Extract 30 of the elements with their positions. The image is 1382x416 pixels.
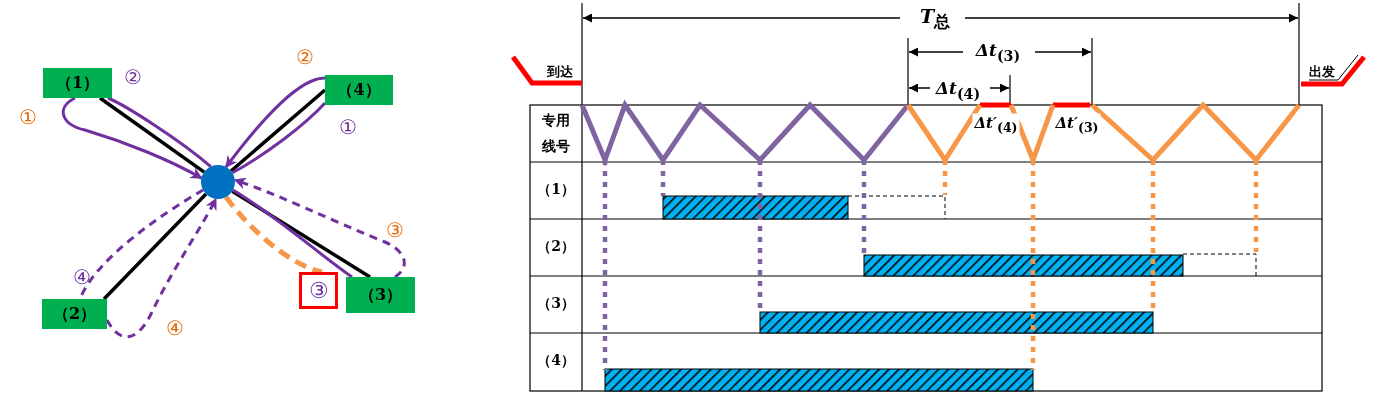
step-number: ② bbox=[124, 65, 142, 89]
step-number: ③ bbox=[386, 218, 404, 242]
track-line bbox=[229, 88, 327, 173]
junction-circle bbox=[201, 165, 235, 199]
track-label: （2） bbox=[42, 299, 107, 329]
step-number: ① bbox=[19, 105, 37, 129]
route-arrow bbox=[61, 96, 203, 180]
row-header: （2） bbox=[537, 238, 575, 256]
route-line bbox=[231, 101, 327, 175]
row-header: （3） bbox=[537, 295, 575, 313]
track-label: （3） bbox=[346, 277, 415, 313]
arrival-label: 到达 bbox=[547, 63, 573, 81]
step-number: ④ bbox=[73, 265, 91, 289]
track-line bbox=[99, 96, 206, 174]
step-number: ② bbox=[296, 45, 314, 69]
step-number: ③ bbox=[299, 272, 338, 309]
route-line bbox=[107, 96, 212, 168]
departure-label: 出发 bbox=[1309, 63, 1335, 81]
step-number: ① bbox=[339, 115, 357, 139]
track-line bbox=[102, 192, 208, 301]
table-header: 专用线号 bbox=[541, 111, 571, 156]
route-arrow bbox=[233, 177, 406, 279]
route-arrow bbox=[224, 76, 326, 168]
track-label: （4） bbox=[325, 75, 393, 105]
row-header: （1） bbox=[537, 181, 575, 199]
track-label: （1） bbox=[43, 68, 112, 98]
dimension-label: Δt′$_{(3)}$ bbox=[1053, 113, 1101, 135]
step-number: ④ bbox=[166, 316, 184, 340]
row-header: （4） bbox=[537, 352, 575, 370]
dimension-label: Δt′$_{(4)}$ bbox=[972, 113, 1020, 135]
